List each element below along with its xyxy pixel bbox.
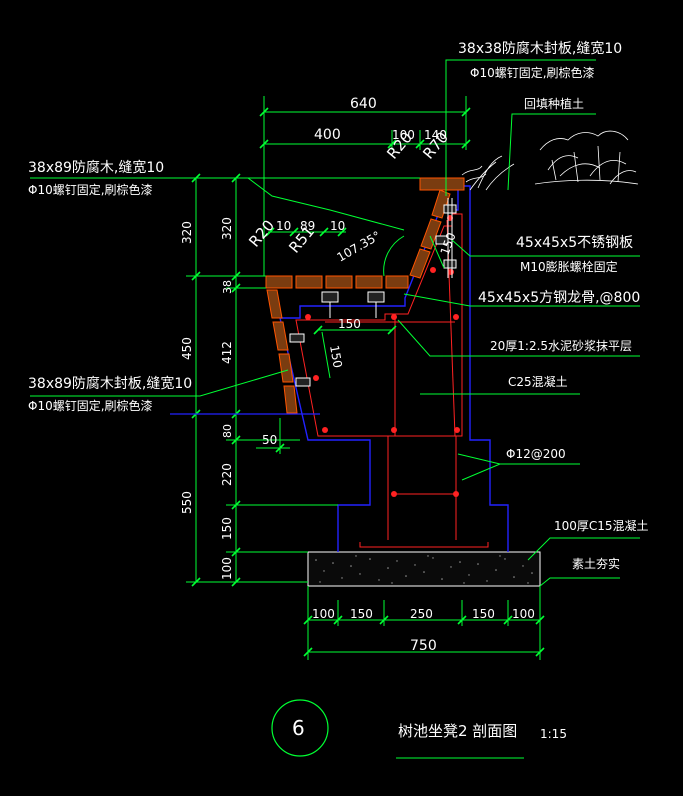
label-mortar: 20厚1:2.5水泥砂浆抹平层: [490, 338, 632, 353]
dim-in-150: 150: [220, 517, 234, 540]
dim-bot-150b: 150: [472, 607, 495, 621]
dim-bot-150a: 150: [350, 607, 373, 621]
dim-140: 140: [424, 128, 447, 142]
label-seat-wood: 38x89防腐木,缝宽10: [28, 159, 164, 176]
leader-lines: [30, 59, 640, 759]
foundation: [279, 185, 541, 587]
label-front-screw: Φ10螺钉固定,刷棕色漆: [28, 398, 153, 413]
dim-640: 640: [350, 96, 377, 112]
plant-icon: [461, 130, 639, 191]
dim-angle: 107.35°: [335, 228, 384, 264]
dim-r20-seat: R20: [245, 216, 278, 250]
title-name: 树池坐凳2 剖面图: [398, 722, 517, 740]
concrete-core: [295, 213, 489, 548]
label-seat-screw: Φ10螺钉固定,刷棕色漆: [28, 182, 153, 197]
dim-10a: 10: [276, 219, 291, 233]
dim-in-38: 38: [221, 280, 234, 294]
annotations: 38x38防腐木封板,缝宽10 Φ10螺钉固定,刷棕色漆 回填种植土 38x89…: [28, 40, 649, 571]
label-keel: 45x45x5方钢龙骨,@800: [478, 290, 640, 306]
label-rebar: Φ12@200: [506, 447, 566, 461]
label-top-screw: Φ10螺钉固定,刷棕色漆: [470, 65, 595, 80]
dim-in-320: 320: [220, 217, 234, 240]
dim-150-front: 150: [327, 344, 345, 369]
title-number: 6: [292, 716, 305, 740]
dim-in-100: 100: [220, 557, 234, 580]
label-steel-plate: 45x45x5不锈钢板: [516, 235, 633, 251]
dim-left-550: 550: [180, 491, 194, 514]
dim-bot-750: 750: [410, 638, 437, 654]
drawing-title: 6 树池坐凳2 剖面图 1:15: [271, 699, 567, 757]
dim-in-80: 80: [221, 424, 234, 438]
dim-100: 100: [392, 128, 415, 142]
label-bolt: M10膨胀螺栓固定: [520, 259, 618, 274]
label-soil: 素土夯实: [572, 556, 620, 571]
label-base-concrete: 100厚C15混凝土: [554, 518, 649, 533]
dim-400: 400: [314, 127, 341, 143]
dim-in-412: 412: [220, 341, 234, 364]
dim-150-h: 150: [338, 317, 361, 331]
dim-in-220: 220: [220, 463, 234, 486]
dim-bot-100a: 100: [312, 607, 335, 621]
dim-89: 89: [300, 219, 315, 233]
label-top-wood: 38x38防腐木封板,缝宽10: [458, 40, 622, 57]
dim-left-450: 450: [180, 337, 194, 360]
dim-bot-250: 250: [410, 607, 433, 621]
dim-50: 50: [262, 433, 277, 447]
wood-boards: [265, 177, 465, 414]
dim-left-320: 320: [180, 221, 194, 244]
label-backfill: 回填种植土: [524, 96, 584, 111]
title-scale: 1:15: [540, 727, 567, 741]
dim-10b: 10: [330, 219, 345, 233]
label-concrete: C25混凝土: [508, 374, 568, 389]
dim-bot-100b: 100: [512, 607, 535, 621]
label-front-wood: 38x89防腐木封板,缝宽10: [28, 375, 192, 392]
title-circle: [271, 699, 329, 757]
